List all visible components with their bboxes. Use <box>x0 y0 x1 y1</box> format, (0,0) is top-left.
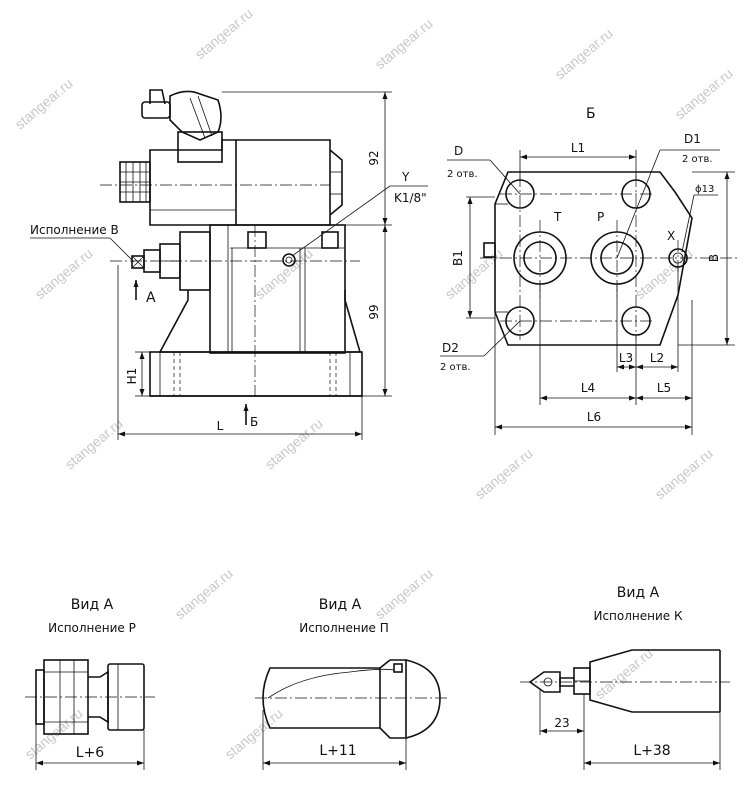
detail-k-dim2: 23 <box>554 716 569 730</box>
port-p-label: P <box>597 210 604 224</box>
svg-text:stangear.ru: stangear.ru <box>652 445 716 502</box>
svg-text:stangear.ru: stangear.ru <box>672 65 736 122</box>
detail-variant-k: Вид А Исполнение К 23 L+38 <box>520 585 730 770</box>
port-y-label: Y <box>401 170 410 184</box>
svg-text:stangear.ru: stangear.ru <box>12 75 76 132</box>
b1-label: B1 <box>451 250 465 266</box>
bottom-view: Б T P X D 2 отв. <box>440 106 740 435</box>
l5-label: L5 <box>657 381 671 395</box>
l4-label: L4 <box>581 381 595 395</box>
view-b-arrow-label: Б <box>250 415 258 429</box>
svg-text:stangear.ru: stangear.ru <box>472 445 536 502</box>
svg-text:stangear.ru: stangear.ru <box>372 565 436 622</box>
dim-h1: H1 <box>125 368 139 385</box>
l1-label: L1 <box>571 141 585 155</box>
svg-text:stangear.ru: stangear.ru <box>62 415 126 472</box>
d2-holes-label: 2 отв. <box>440 362 471 373</box>
detail-variant-r: Вид А Исполнение Р L+6 <box>25 597 155 770</box>
port-thread-label: K1/8" <box>394 191 427 205</box>
detail-variant-p: Вид А Исполнение П L+11 <box>255 597 450 770</box>
svg-text:stangear.ru: stangear.ru <box>262 415 326 472</box>
svg-text:stangear.ru: stangear.ru <box>372 15 436 72</box>
svg-text:stangear.ru: stangear.ru <box>552 25 616 82</box>
l6-label: L6 <box>587 410 601 424</box>
d2-label: D2 <box>442 341 459 355</box>
view-a-arrow-label: A <box>146 290 156 306</box>
bottom-view-title: Б <box>586 106 596 122</box>
d1-holes-label: 2 отв. <box>682 154 713 165</box>
detail-r-dim: L+6 <box>76 745 105 761</box>
port-t-label: T <box>553 210 562 224</box>
detail-p-view: Вид А <box>319 597 362 613</box>
detail-p-variant: Исполнение П <box>299 621 389 635</box>
port-x-label: X <box>667 229 675 243</box>
svg-text:stangear.ru: stangear.ru <box>592 645 656 702</box>
d-holes-label: 2 отв. <box>447 169 478 180</box>
diam13-label: ϕ13 <box>695 184 714 195</box>
variant-b-label: Исполнение В <box>30 223 119 237</box>
svg-text:stangear.ru: stangear.ru <box>172 565 236 622</box>
detail-k-variant: Исполнение К <box>593 609 683 623</box>
svg-text:stangear.ru: stangear.ru <box>222 705 286 762</box>
d1-label: D1 <box>684 132 701 146</box>
detail-r-variant: Исполнение Р <box>48 621 136 635</box>
svg-text:stangear.ru: stangear.ru <box>192 5 256 62</box>
dim-99: 99 <box>367 304 381 319</box>
svg-text:stangear.ru: stangear.ru <box>32 245 96 302</box>
l3-label: L3 <box>619 351 633 365</box>
watermark: stangear.ru stangear.ru stangear.ru stan… <box>12 5 736 762</box>
b-label: B <box>707 254 721 262</box>
detail-p-dim: L+11 <box>319 743 356 759</box>
d-label: D <box>454 144 463 158</box>
detail-k-dim: L+38 <box>633 743 670 759</box>
front-view: 92 99 H1 L Исполнение В A Б Y K1/8" <box>30 89 428 440</box>
detail-r-view: Вид А <box>71 597 114 613</box>
l2-label: L2 <box>650 351 664 365</box>
dim-l: L <box>217 419 224 433</box>
svg-text:stangear.ru: stangear.ru <box>252 245 316 302</box>
detail-k-view: Вид А <box>617 585 660 601</box>
dim-92: 92 <box>367 150 381 165</box>
